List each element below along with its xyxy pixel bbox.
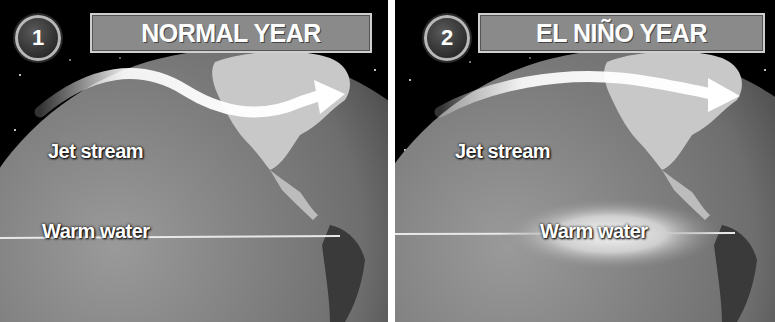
jet-stream-head — [314, 80, 345, 114]
callout-number: 2 — [441, 25, 453, 51]
title-text: EL NIÑO YEAR — [536, 19, 707, 48]
globe — [395, 50, 775, 322]
globe — [0, 50, 388, 322]
title-banner: NORMAL YEAR — [90, 13, 372, 53]
callout-number: 1 — [32, 25, 44, 51]
callout-circle: 1 — [15, 15, 61, 61]
jet-stream-arrow — [40, 74, 318, 112]
map-label: Jet stream — [455, 140, 550, 163]
north-america — [604, 52, 742, 170]
south-america — [714, 225, 757, 322]
jet-stream-head — [708, 78, 740, 112]
callout-circle: 2 — [424, 15, 470, 61]
central-america — [270, 170, 318, 220]
jet-stream-arrow — [440, 76, 712, 112]
map-label: Jet stream — [48, 140, 143, 163]
south-america — [322, 225, 365, 322]
title-banner: EL NIÑO YEAR — [478, 13, 765, 53]
title-text: NORMAL YEAR — [141, 19, 321, 48]
normal-panel — [0, 0, 388, 322]
el-nino-panel — [395, 0, 775, 322]
map-label: Warm water — [540, 220, 648, 243]
warm-water-pool — [500, 198, 720, 270]
map-label: Warm water — [42, 220, 150, 243]
